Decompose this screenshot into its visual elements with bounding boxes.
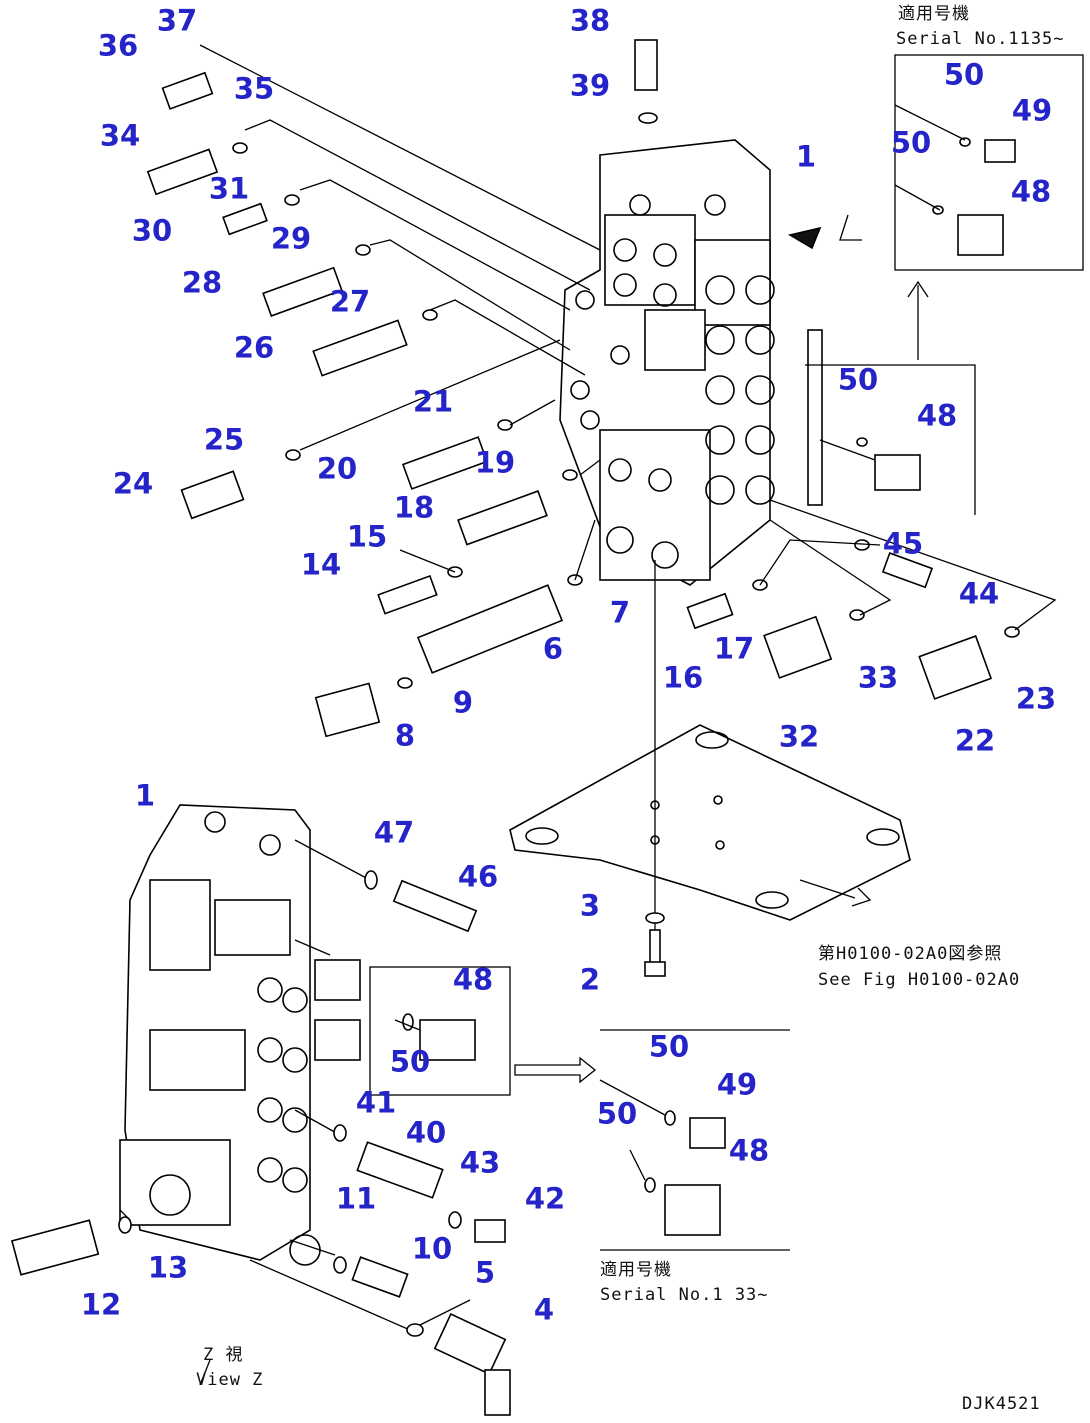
callout-13: 13 — [147, 1250, 189, 1285]
callout-50-serial-box-left: 50 — [890, 125, 932, 160]
callout-24: 24 — [112, 466, 154, 501]
callout-49-serial-box: 49 — [1011, 93, 1053, 128]
callout-48-main: 48 — [916, 398, 958, 433]
callout-46: 46 — [457, 859, 499, 894]
callout-16: 16 — [662, 660, 704, 695]
callout-23: 23 — [1015, 681, 1057, 716]
callout-34: 34 — [99, 118, 141, 153]
callout-8: 8 — [394, 718, 416, 753]
callout-43: 43 — [459, 1145, 501, 1180]
callout-42: 42 — [524, 1181, 566, 1216]
drawing-code: DJK4521 — [962, 1394, 1041, 1414]
callout-1-view-z: 1 — [134, 778, 156, 813]
callout-50-lower-detail-left: 50 — [596, 1096, 638, 1131]
callout-29: 29 — [270, 221, 312, 256]
callout-7: 7 — [609, 595, 631, 630]
callout-11: 11 — [335, 1181, 377, 1216]
callout-37: 37 — [156, 3, 198, 38]
callout-12: 12 — [80, 1287, 122, 1322]
callout-38: 38 — [569, 3, 611, 38]
callout-48-serial-box: 48 — [1010, 174, 1052, 209]
callout-26: 26 — [233, 330, 275, 365]
figure-reference-en: See Fig H0100-02A0 — [818, 970, 1021, 990]
callout-20: 20 — [316, 451, 358, 486]
callout-36: 36 — [97, 28, 139, 63]
callout-32: 32 — [778, 719, 820, 754]
callout-41: 41 — [355, 1085, 397, 1120]
callout-47: 47 — [373, 815, 415, 850]
callout-49-lower-detail: 49 — [716, 1067, 758, 1102]
upper-parts — [146, 39, 658, 738]
callout-48-view-z: 48 — [452, 962, 494, 997]
view-z-valve — [119, 804, 471, 1331]
callout-50-lower-detail-top: 50 — [648, 1029, 690, 1064]
callout-50-view-z: 50 — [389, 1044, 431, 1079]
callout-9: 9 — [452, 685, 474, 720]
callout-27: 27 — [329, 284, 371, 319]
callout-39: 39 — [569, 68, 611, 103]
serial-note-top-en: Serial No.1135~ — [896, 29, 1065, 49]
callout-30: 30 — [131, 213, 173, 248]
serial-note-bottom-jp: 適用号機 — [600, 1260, 672, 1280]
callout-14: 14 — [300, 547, 342, 582]
callout-22: 22 — [954, 723, 996, 758]
callout-50-serial-box-top: 50 — [943, 57, 985, 92]
callout-21: 21 — [412, 384, 454, 419]
callout-33: 33 — [857, 660, 899, 695]
callout-19: 19 — [474, 445, 516, 480]
callout-15: 15 — [346, 519, 388, 554]
mounting-plate — [509, 724, 911, 921]
callout-4: 4 — [533, 1292, 555, 1327]
right-parts — [686, 137, 1020, 700]
callout-50-main: 50 — [837, 362, 879, 397]
figure-reference-jp: 第H0100-02A0図参照 — [818, 944, 1003, 964]
callout-45: 45 — [882, 526, 924, 561]
callout-25: 25 — [203, 422, 245, 457]
view-label-jp: Z 視 — [203, 1345, 244, 1365]
callout-10: 10 — [411, 1231, 453, 1266]
callout-48-lower-detail: 48 — [728, 1133, 770, 1168]
callout-40: 40 — [405, 1115, 447, 1150]
callout-17: 17 — [713, 631, 755, 666]
leader-lines — [199, 44, 1084, 907]
callout-35: 35 — [233, 71, 275, 106]
lower-parts — [10, 870, 790, 1416]
callout-2: 2 — [579, 962, 601, 997]
view-label-en: View Z — [196, 1370, 264, 1390]
callout-28: 28 — [181, 265, 223, 300]
callout-5: 5 — [474, 1255, 496, 1290]
callout-44: 44 — [958, 576, 1000, 611]
callout-6: 6 — [542, 631, 564, 666]
serial-note-bottom-en: Serial No.1 33~ — [600, 1285, 769, 1305]
serial-note-top-jp: 適用号機 — [898, 4, 970, 24]
callout-31: 31 — [208, 171, 250, 206]
callout-18: 18 — [393, 490, 435, 525]
callout-3: 3 — [579, 888, 601, 923]
main-control-valve — [559, 139, 823, 586]
callout-1: 1 — [795, 139, 817, 174]
